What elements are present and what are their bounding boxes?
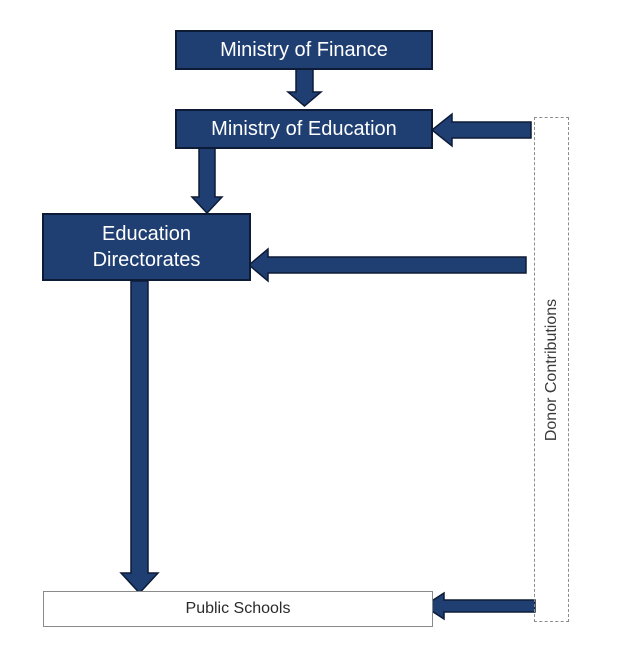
donor-contributions-label: Donor Contributions (542, 298, 560, 441)
arrow-education-to-directorates (190, 147, 224, 215)
public-schools-box: Public Schools (43, 591, 433, 627)
education-directorates-box: Education Directorates (42, 213, 251, 281)
ministry-of-education-box: Ministry of Education (175, 109, 433, 149)
arrow-directorates-to-schools (119, 280, 160, 595)
ministry-of-finance-box: Ministry of Finance (175, 30, 433, 70)
donor-contributions-box: Donor Contributions (534, 117, 569, 622)
arrow-finance-to-education (285, 68, 324, 107)
arrow-donor-to-schools (422, 591, 536, 621)
arrow-donor-to-education (430, 112, 532, 148)
education-directorates-label-line1: Education (102, 223, 191, 245)
ministry-of-finance-label: Ministry of Finance (220, 39, 388, 61)
public-schools-label: Public Schools (185, 600, 291, 617)
arrow-donor-to-directorates (247, 247, 527, 283)
ministry-of-education-label: Ministry of Education (211, 118, 397, 140)
education-directorates-label-line2: Directorates (92, 249, 201, 271)
